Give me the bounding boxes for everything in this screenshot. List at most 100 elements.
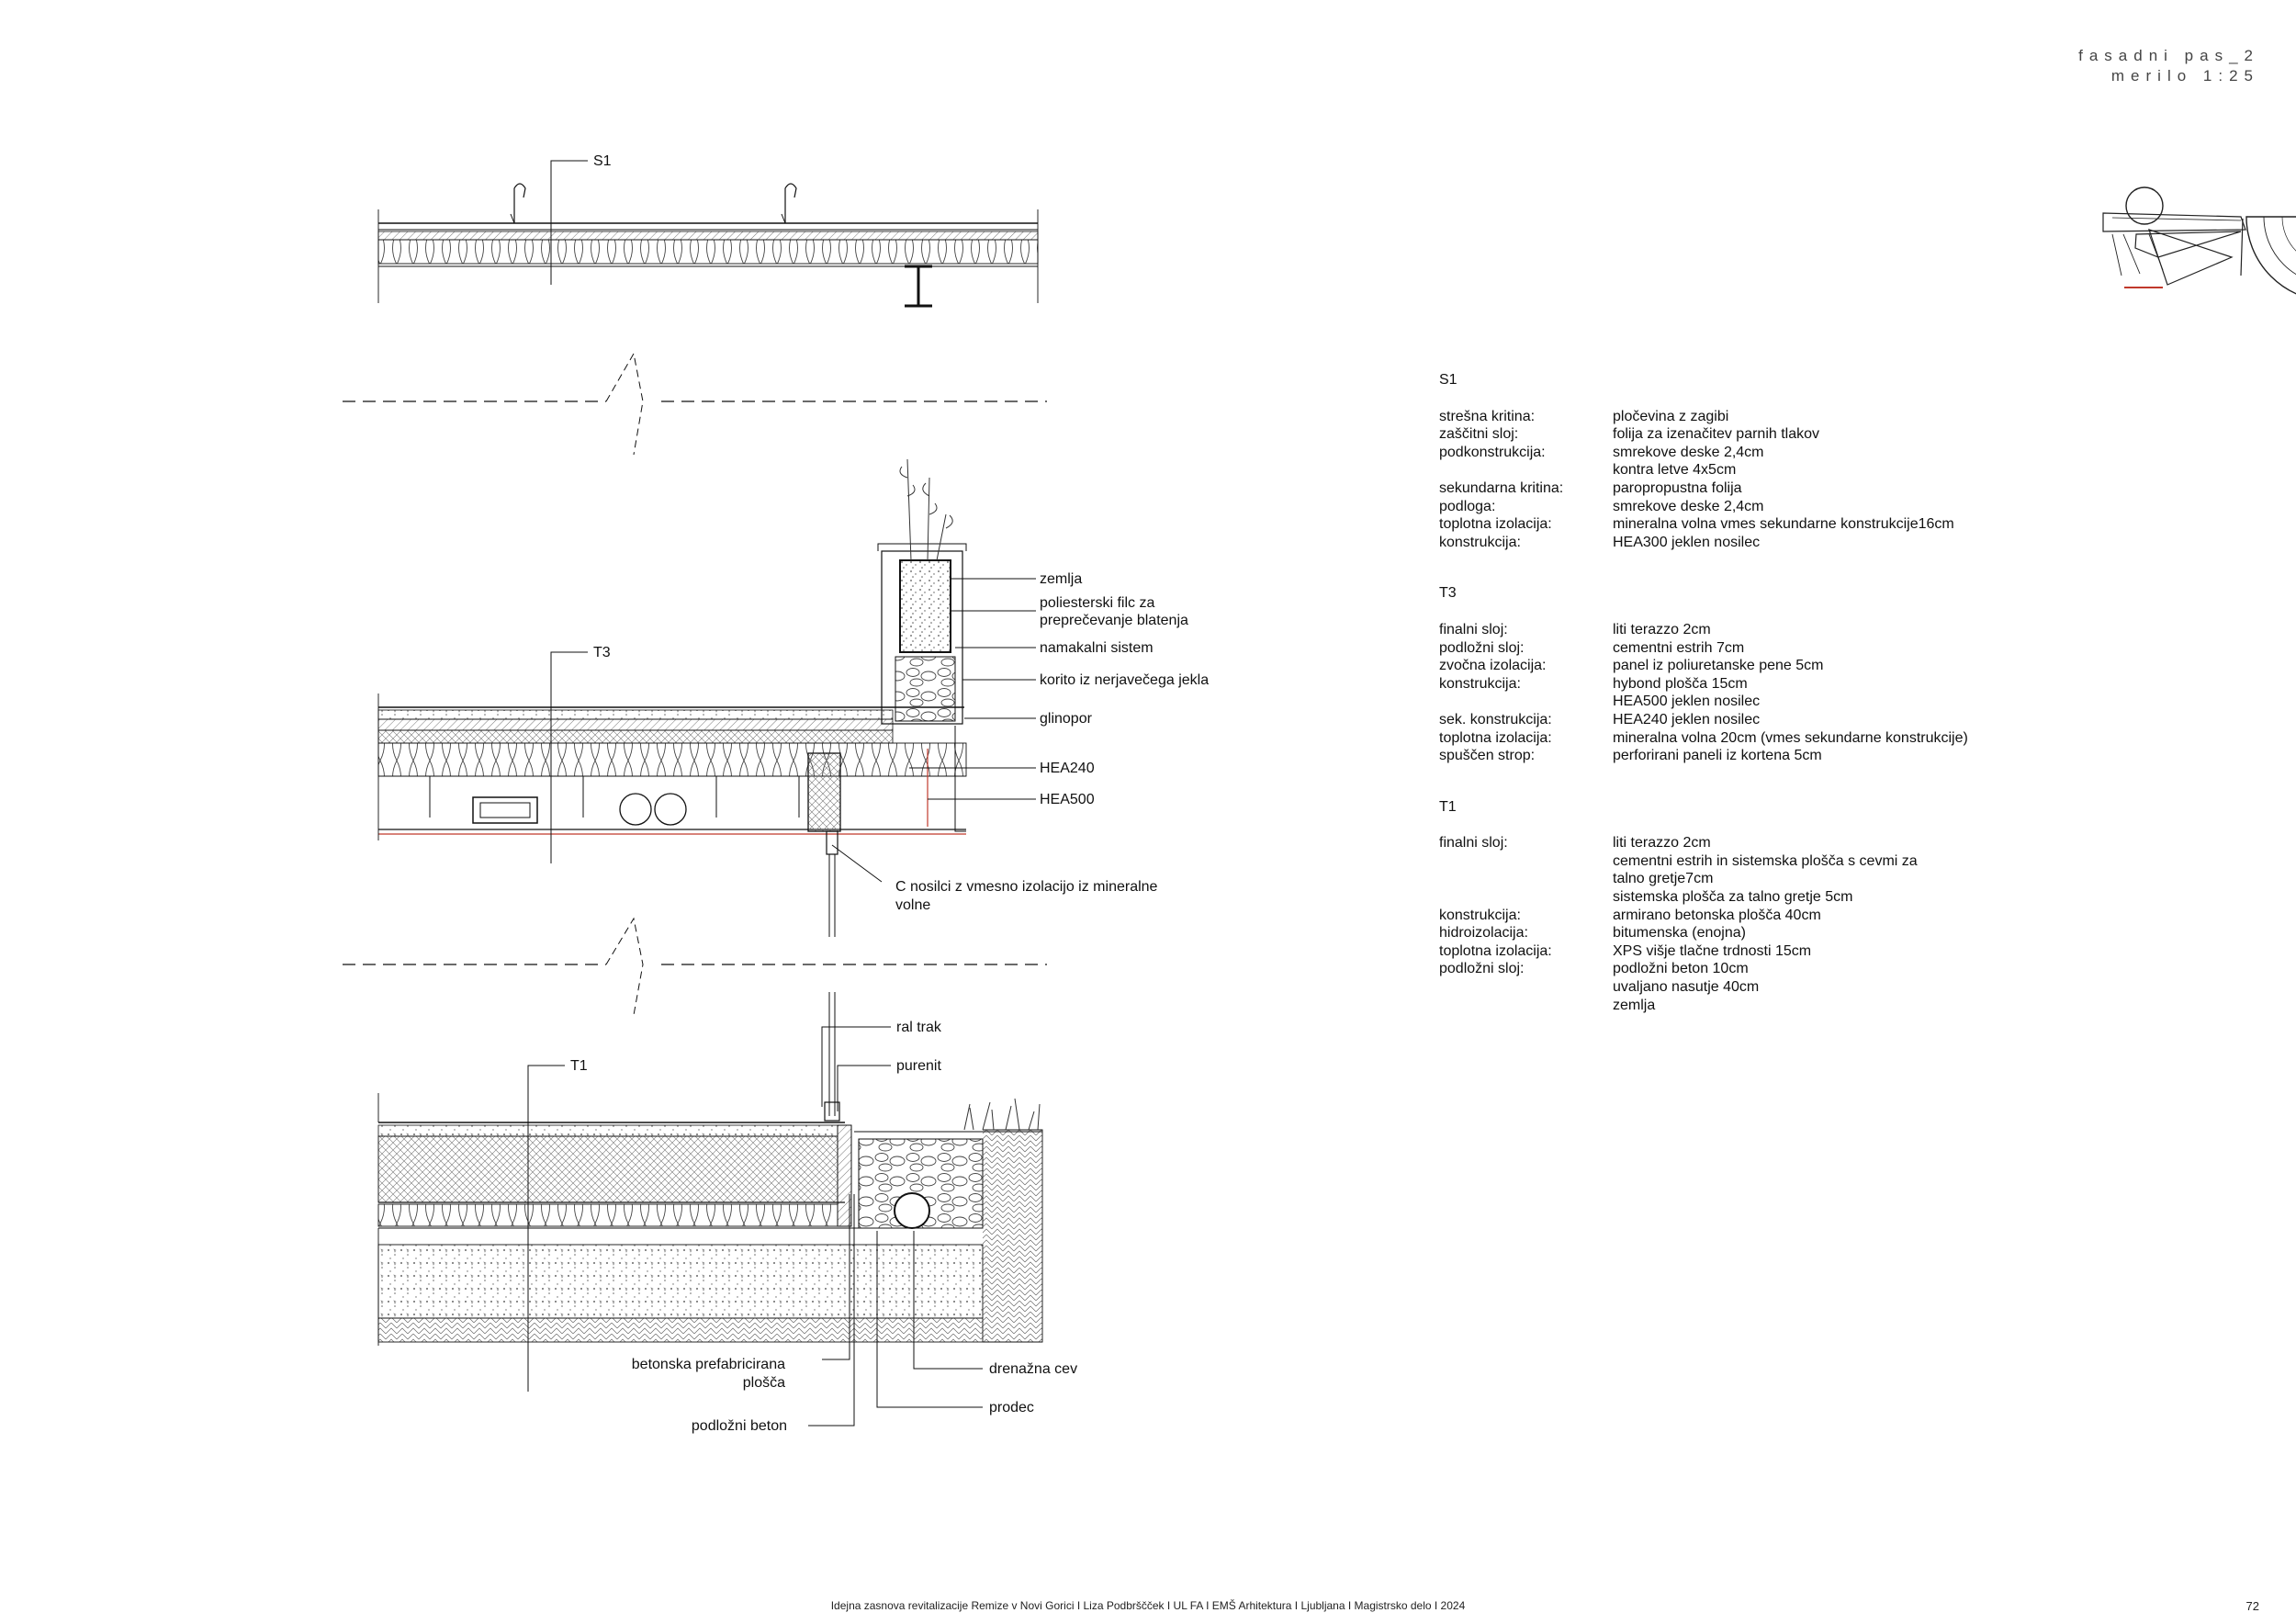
callout-ral-trak: ral trak [896,1020,942,1035]
spec-row: konstrukcija: armirano betonska plošča 40… [1439,907,2266,925]
page-footer: Idejna zasnova revitalizacije Remize v N… [830,1599,1466,1612]
spec-row: podkonstrukcija: smrekove deske 2,4cm [1439,444,2266,462]
spec-key [1439,997,1613,1015]
break-symbol-1 [605,352,644,456]
spec-value: zemlja [1613,997,1656,1013]
key-plan-hatch [2111,233,2164,276]
spec-title-s1: S1 [1439,372,1458,388]
spec-row: sistemska plošča za talno gretje 5cm [1439,888,2266,907]
spec-key: sek. konstrukcija: [1439,711,1552,727]
spec-row: spuščen strop: perforirani paneli iz kort… [1439,747,2266,765]
section-label-t3: T3 [593,645,611,660]
callout-namakalni: namakalni sistem [1040,640,1154,656]
sheet-title-line1: fasadni pas_2 [2078,47,2259,64]
section-label-t1: T1 [570,1058,588,1074]
spec-key: podloga: [1439,498,1496,514]
callout-c-nosilci-line2: volne [895,897,930,913]
spec-value: smrekove deske 2,4cm [1613,444,1764,460]
spec-value: bitumenska (enojna) [1613,925,1746,942]
callout-purenit: purenit [896,1058,941,1074]
key-plan [2102,186,2296,295]
spec-value: liti terazzo 2cm [1613,835,1711,851]
spec-key [1439,870,1613,888]
spec-value: XPS višje tlačne trdnosti 15cm [1613,942,1812,959]
break-symbol-2 [605,917,644,1016]
spec-row: hidroizolacija: bitumenska (enojna) [1439,924,2266,942]
spec-row: cementni estrih in sistemska plošča s ce… [1439,852,2266,871]
callout-hea500: HEA500 [1040,792,1095,807]
spec-row: zvočna izolacija: panel iz poliuretanske … [1439,657,2266,675]
spec-row: talno gretje7cm [1439,870,2266,888]
section-s1 [377,160,1039,308]
sheet-title: fasadni pas_2 merilo 1:25 [2078,46,2259,86]
callout-betonska-line2: plošča [743,1375,785,1391]
spec-row: podložni sloj: podložni beton 10cm [1439,960,2266,978]
spec-row: toplotna izolacija: XPS višje tlačne trdn… [1439,942,2266,961]
section-label-s1: S1 [593,153,612,169]
spec-t3: T3 finalni sloj:liti terazzo 2cm podložn… [1439,584,2266,764]
spec-value: pločevina z zagibi [1613,408,1729,424]
spec-value: panel iz poliuretanske pene 5cm [1613,658,1824,674]
spec-t1: T1 finalni sloj: liti terazzo 2cm cementn… [1439,798,2266,1015]
layer-specification: S1 strešna kritina: pločevina z zagibi za… [1439,367,2266,1014]
callout-filc-line2: preprečevanje blatenja [1040,613,1188,628]
spec-key: zvočna izolacija: [1439,658,1547,674]
callout-hea240: HEA240 [1040,761,1095,776]
spec-value: mineralna volna vmes sekundarne konstruk… [1613,516,1954,533]
spec-key: spuščen strop: [1439,748,1536,764]
spec-value: liti terazzo 2cm [1613,621,1711,637]
spec-value: talno gretje7cm [1613,871,1714,887]
spec-value: HEA300 jeklen nosilec [1613,534,1761,550]
spec-key: konstrukcija: [1439,675,1521,692]
spec-row: podloga:smrekove deske 2,4cm [1439,498,2266,516]
spec-value: armirano betonska plošča 40cm [1613,907,1821,923]
spec-title-t1: T1 [1439,798,1457,815]
callout-podlozni-beton: podložni beton [692,1418,787,1434]
spec-value: cementni estrih in sistemska plošča s ce… [1613,852,1918,869]
spec-row: kontra letve 4x5cm [1439,461,2266,479]
spec-value: cementni estrih 7cm [1613,639,1745,656]
spec-row: toplotna izolacija:mineralna volna vmes … [1439,515,2266,534]
section-t1 [377,992,1043,1427]
spec-key: hidroizolacija: [1439,925,1528,942]
callout-drenazna-cev: drenažna cev [989,1361,1077,1377]
callout-c-nosilci-line1: C nosilci z vmesno izolacijo iz mineraln… [895,879,1158,895]
spec-key: strešna kritina: [1439,408,1536,424]
spec-key: finalni sloj: [1439,835,1508,851]
spec-key: podložni sloj: [1439,961,1525,977]
spec-row: podložni sloj: cementni estrih 7cm [1439,639,2266,658]
spec-row: uvaljano nasutje 40cm [1439,978,2266,997]
spec-row: toplotna izolacija: mineralna volna 20cm … [1439,729,2266,748]
spec-rows-s1: strešna kritina: pločevina z zagibi zašči… [1439,408,2266,552]
spec-key: toplotna izolacija: [1439,942,1552,959]
callout-prodec: prodec [989,1400,1034,1415]
spec-value: kontra letve 4x5cm [1613,462,1737,479]
spec-value: perforirani paneli iz kortena 5cm [1613,748,1822,764]
spec-key: podkonstrukcija: [1439,444,1546,460]
callout-zemlja: zemlja [1040,571,1082,587]
spec-row: HEA500 jeklen nosilec [1439,693,2266,711]
spec-value: HEA500 jeklen nosilec [1613,694,1761,710]
callout-korito: korito iz nerjavečega jekla [1040,672,1209,688]
spec-key [1439,693,1613,711]
spec-key: konstrukcija: [1439,907,1521,923]
spec-key [1439,461,1613,479]
spec-key: toplotna izolacija: [1439,729,1552,746]
spec-value: paropropustna folija [1613,479,1742,496]
spec-key: podložni sloj: [1439,639,1525,656]
spec-row: sek. konstrukcija: HEA240 jeklen nosilec [1439,711,2266,729]
spec-row: zaščitni sloj: folija za izenačitev parni… [1439,425,2266,444]
spec-s1: S1 strešna kritina: pločevina z zagibi za… [1439,371,2266,551]
spec-value: folija za izenačitev parnih tlakov [1613,426,1820,443]
spec-key: sekundarna kritina: [1439,479,1564,496]
spec-value: HEA240 jeklen nosilec [1613,711,1761,727]
callout-betonska-line1: betonska prefabricirana [632,1357,785,1372]
spec-key: zaščitni sloj: [1439,426,1519,443]
spec-row: konstrukcija:HEA300 jeklen nosilec [1439,534,2266,552]
spec-value: mineralna volna 20cm (vmes sekundarne ko… [1613,729,1968,746]
spec-title-t3: T3 [1439,585,1457,602]
spec-row: sekundarna kritina: paropropustna folija [1439,479,2266,498]
spec-value: sistemska plošča za talno gretje 5cm [1613,889,1853,906]
spec-value: podložni beton 10cm [1613,961,1749,977]
spec-rows-t1: finalni sloj: liti terazzo 2cm cementni e… [1439,834,2266,1014]
